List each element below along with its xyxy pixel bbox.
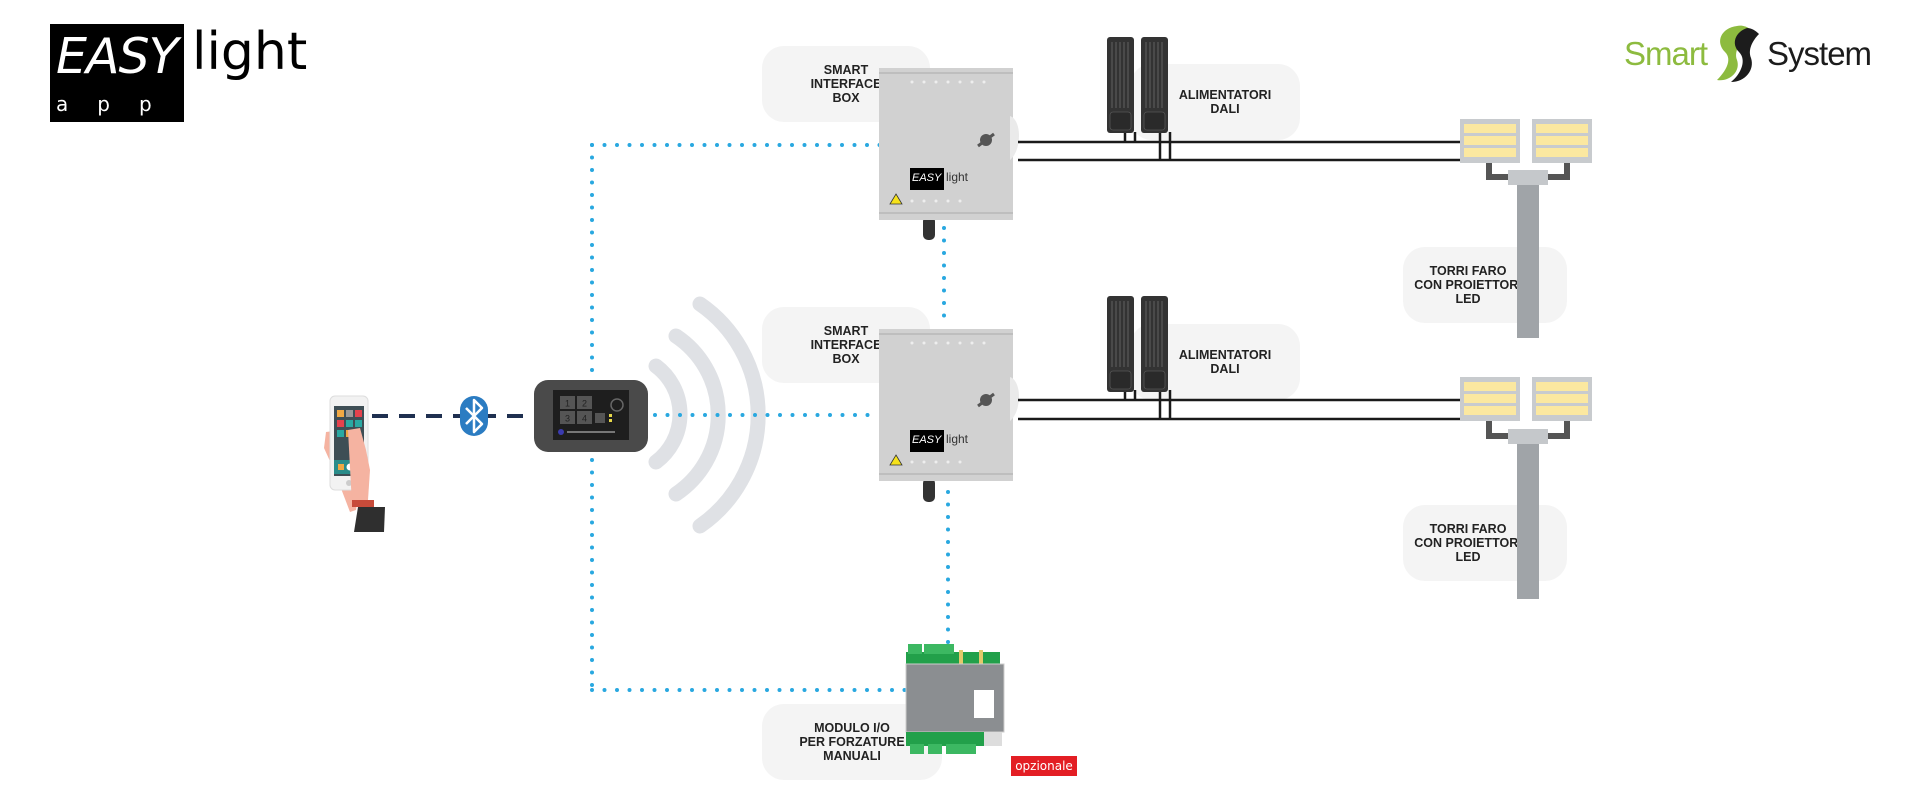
smartsystem-swirl-icon	[1717, 25, 1760, 82]
box1-logo-easy: EASY	[912, 172, 942, 184]
light-tower-1	[1460, 119, 1592, 338]
smart-interface-box-1: EASY light	[879, 68, 1019, 240]
cables-row-2	[1018, 390, 1470, 421]
easylight-logo-easy: EASY	[56, 28, 179, 85]
warning-icon	[889, 193, 903, 205]
optional-badge: opzionale	[1011, 756, 1077, 776]
tower2-pole	[1517, 444, 1539, 599]
smart-interface-box-2: EASY light	[879, 329, 1019, 502]
cables-row-1	[1018, 132, 1470, 162]
easylight-logo-box: EASY app	[50, 24, 184, 122]
smartsystem-logo-smart: Smart	[1624, 35, 1708, 72]
box1-gland	[923, 216, 935, 240]
gateway-device: 1 2 3 4	[534, 380, 648, 452]
box1-logo-light: light	[946, 170, 969, 184]
dali-driver-2a	[1107, 296, 1134, 392]
label-torri-faro-2: TORRI FARO CON PROIETTORI LED	[1403, 505, 1567, 581]
wifi-arc-large	[692, 296, 766, 534]
box2-logo-easy: EASY	[912, 434, 942, 446]
shirt-cuff	[352, 500, 374, 507]
io-module	[905, 644, 1005, 754]
gateway-key-2: 2	[582, 399, 587, 409]
gateway-key-3: 3	[565, 414, 570, 424]
box2-body	[879, 329, 1013, 481]
smartsystem-logo: Smart System	[1624, 22, 1872, 86]
dali-driver-2b	[1141, 296, 1168, 392]
light-tower-2	[1460, 377, 1592, 599]
warning-icon	[889, 454, 903, 466]
dali-driver-1b	[1141, 37, 1168, 133]
box2-logo-light: light	[946, 432, 969, 446]
dali-driver-1a	[1107, 37, 1134, 133]
box1-body	[879, 68, 1013, 220]
box2-gland	[923, 478, 935, 502]
box2-switch-icon	[977, 392, 995, 408]
easylight-logo-app: app	[56, 92, 181, 116]
gateway-key-1: 1	[565, 399, 570, 409]
easylight-logo-light: light	[192, 22, 308, 82]
tower1-pole	[1517, 185, 1539, 338]
sleeve	[354, 507, 385, 532]
label-torri-faro-1: TORRI FARO CON PROIETTORI LED	[1403, 247, 1567, 323]
smartsystem-logo-system: System	[1767, 35, 1872, 72]
box1-switch-icon	[977, 132, 995, 148]
smartphone-in-hand	[324, 395, 385, 532]
gateway-key-4: 4	[582, 414, 587, 424]
bluetooth-icon	[460, 396, 488, 436]
network-links	[590, 143, 950, 692]
